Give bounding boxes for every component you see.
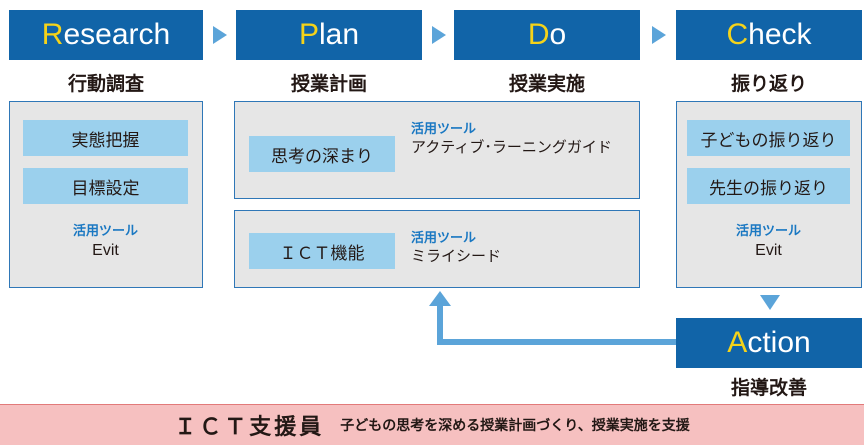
stage-plan-subtitle: 授業計画 [290,72,367,95]
stage-plan-rest: lan [318,18,360,51]
check-item-teacher-reflection: 先生の振り返り [687,168,850,204]
arrow-right-icon [213,26,227,44]
check-item-children-reflection: 子どもの振り返り [687,120,850,156]
research-panel: 実態把握 目標設定 活用ツール Evit [9,101,203,288]
footer-description: 子どもの思考を深める授業計画づくり、授業実施を支援 [340,418,690,434]
stage-do-rest: o [549,18,567,51]
arrow-right-icon [432,26,446,44]
stage-do-initial: D [527,18,550,51]
stage-action-subtitle: 指導改善 [730,376,807,399]
check-panel: 子どもの振り返り 先生の振り返り 活用ツール Evit [676,101,862,288]
plan-panel-top: 思考の深まり 活用ツール アクティブ･ラーニングガイド [234,101,640,199]
check-tool-label: 活用ツール [735,224,801,239]
arrow-down-icon [760,295,780,310]
stage-research-initial: R [41,18,64,51]
stage-action-initial: A [727,326,748,359]
footer-title: ＩＣＴ支援員 [174,415,325,440]
stage-check-subtitle: 振り返り [730,72,807,95]
stage-research-rest: esearch [63,18,171,51]
feedback-arrow-icon [429,291,676,345]
plan-bottom-tool-value: ミライシード [411,247,502,265]
stage-plan-initial: P [298,18,319,51]
plan-panel-bottom: ＩＣＴ機能 活用ツール ミライシード [234,210,640,288]
plan-top-tool-label: 活用ツール [411,122,477,137]
stage-check-initial: C [726,18,749,51]
research-tool-label: 活用ツール [72,224,138,239]
plan-item-ict-function: ＩＣＴ機能 [249,233,395,269]
stage-action-rest: ction [747,326,811,359]
arrow-right-icon [652,26,666,44]
plan-top-tool-value: アクティブ･ラーニングガイド [411,138,612,156]
stage-do-subtitle: 授業実施 [508,72,585,95]
stage-check-rest: heck [748,18,812,51]
ict-support-footer: ＩＣＴ支援員 子どもの思考を深める授業計画づくり、授業実施を支援 [0,404,864,445]
research-tool-value: Evit [92,242,119,259]
stage-research-subtitle: 行動調査 [67,72,144,95]
research-item-goal: 目標設定 [23,168,188,204]
plan-bottom-tool-label: 活用ツール [411,231,477,246]
research-item-situation: 実態把握 [23,120,188,156]
plan-item-deep-thinking: 思考の深まり [249,136,395,172]
check-tool-value: Evit [755,242,782,259]
